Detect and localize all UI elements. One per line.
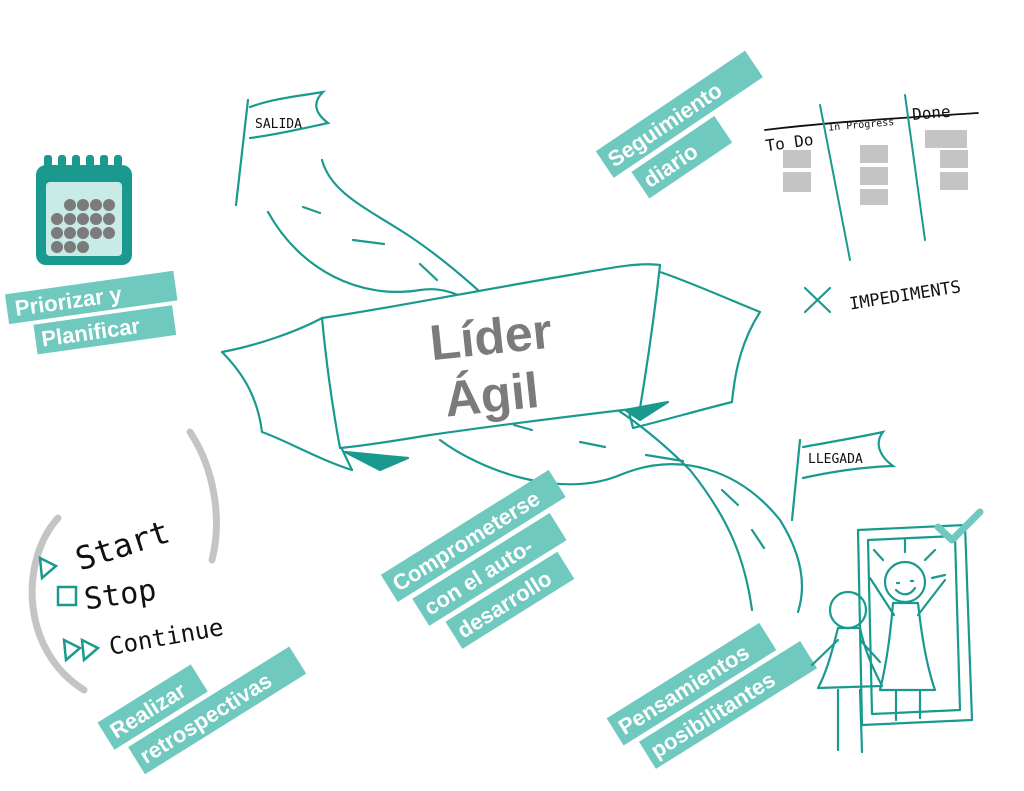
retro-stop-icon — [56, 585, 78, 607]
checkmark-icon — [934, 508, 984, 544]
retro-item-stop: Stop — [82, 573, 158, 618]
retro-continue-icon — [62, 637, 101, 663]
kanban-column-done: Done — [911, 102, 951, 124]
flag-start-label: SALIDA — [255, 117, 302, 132]
center-title-line1: Líder — [427, 303, 554, 371]
kanban-board-icon — [764, 94, 979, 261]
retro-item-start: Start — [71, 512, 174, 578]
label-prioritize: Priorizar y Planificar — [4, 270, 178, 355]
central-banner — [220, 263, 762, 472]
flag-finish-label: LLEGADA — [808, 452, 863, 467]
label-daily: Seguimiento diario — [595, 50, 763, 199]
label-commit: Comprometerse con el auto- desarrollo — [380, 469, 575, 649]
flag-icon — [234, 90, 897, 522]
mirror-reflection-icon — [810, 523, 974, 754]
impediment-x-icon — [803, 286, 832, 314]
retro-start-icon — [38, 555, 59, 581]
retro-item-continue: Continue — [107, 613, 226, 661]
retro-brackets — [28, 428, 220, 694]
calendar-icon — [36, 155, 132, 265]
kanban-impediments: IMPEDIMENTS — [848, 277, 962, 314]
kanban-column-inprogress: In Progress — [828, 117, 895, 134]
center-title-line2: Ágil — [442, 362, 542, 428]
label-thinking: Pensamientos posibilitantes — [606, 622, 818, 769]
